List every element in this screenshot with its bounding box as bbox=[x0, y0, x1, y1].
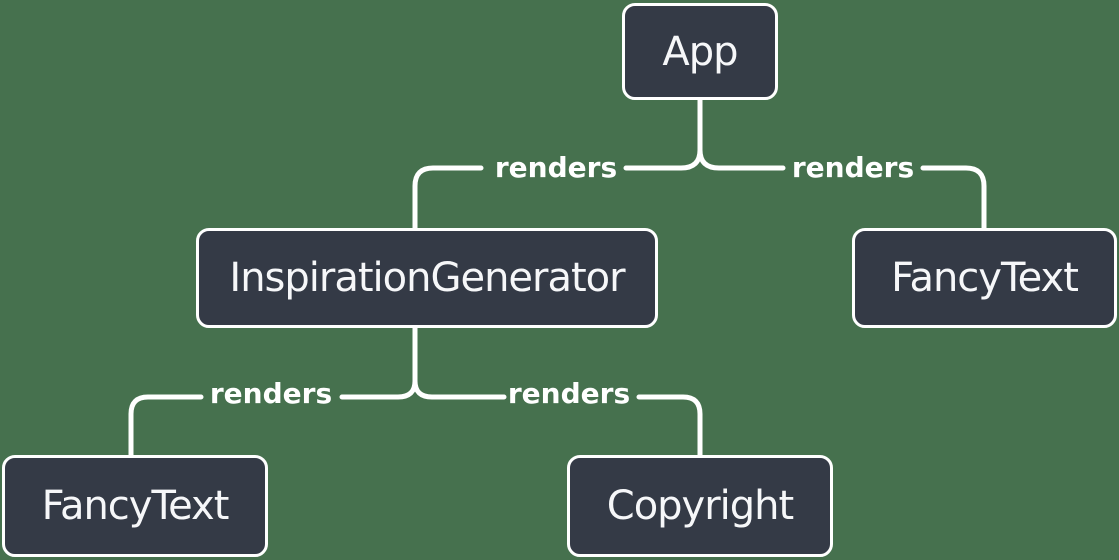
node-fancy-text-top: FancyText bbox=[852, 228, 1117, 328]
connector-app-to-fancytext bbox=[920, 165, 987, 235]
connector-app-flare-right bbox=[697, 147, 786, 171]
edge-label-app-fancytext: renders bbox=[791, 151, 915, 184]
connector-inspirationgenerator-to-fancytext bbox=[128, 394, 204, 463]
node-inspiration-generator: InspirationGenerator bbox=[196, 228, 658, 328]
connector-app-flare-left bbox=[623, 147, 703, 171]
node-fancy-text-bottom: FancyText bbox=[2, 455, 268, 557]
edge-label-app-inspirationgenerator: renders bbox=[494, 151, 618, 184]
node-fancy-text-top-label: FancyText bbox=[891, 255, 1079, 301]
node-copyright: Copyright bbox=[567, 455, 833, 557]
connector-inspirationgenerator-flare-right bbox=[412, 378, 507, 400]
node-fancy-text-bottom-label: FancyText bbox=[41, 483, 230, 529]
node-app: App bbox=[622, 3, 778, 100]
connector-inspirationgenerator-to-copyright bbox=[636, 394, 703, 463]
node-copyright-label: Copyright bbox=[606, 483, 794, 529]
connector-app-to-inspirationgenerator bbox=[412, 165, 484, 235]
edge-label-inspirationgenerator-copyright: renders bbox=[507, 377, 631, 410]
node-inspiration-generator-label: InspirationGenerator bbox=[229, 255, 625, 301]
edge-label-inspirationgenerator-fancytext: renders bbox=[209, 377, 333, 410]
connector-inspirationgenerator-flare-left bbox=[339, 378, 418, 400]
node-app-label: App bbox=[662, 28, 738, 75]
